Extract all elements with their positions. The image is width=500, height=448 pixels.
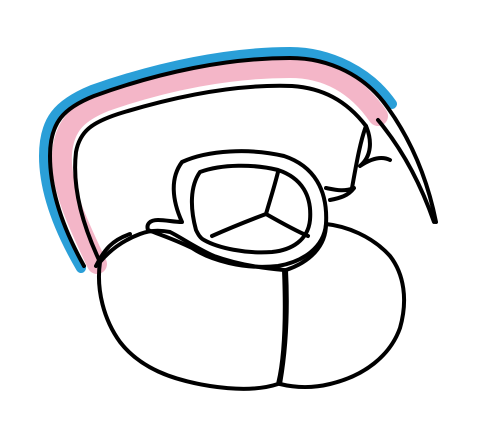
ring-inner-divider-a <box>210 212 268 238</box>
left-lobe <box>97 228 287 391</box>
arch-outer-line <box>48 56 438 268</box>
arc-band-blue-edge <box>39 47 397 273</box>
ring-inner-divider-b <box>264 170 280 216</box>
arc-band-pink-fill <box>51 58 388 274</box>
central-ring <box>145 149 356 269</box>
right-lobe <box>278 222 407 389</box>
arc-band <box>39 47 397 274</box>
central-ring-inner <box>189 163 313 255</box>
ring-inner-divider-c <box>264 212 310 238</box>
central-ring-outer <box>145 149 329 269</box>
lobe-divider <box>278 268 289 386</box>
lower-lobes <box>97 222 407 391</box>
arch-outline <box>48 56 438 268</box>
ring-connector-right <box>324 186 356 202</box>
arch-notch-right <box>358 124 392 168</box>
arch-right-tip <box>376 118 436 224</box>
